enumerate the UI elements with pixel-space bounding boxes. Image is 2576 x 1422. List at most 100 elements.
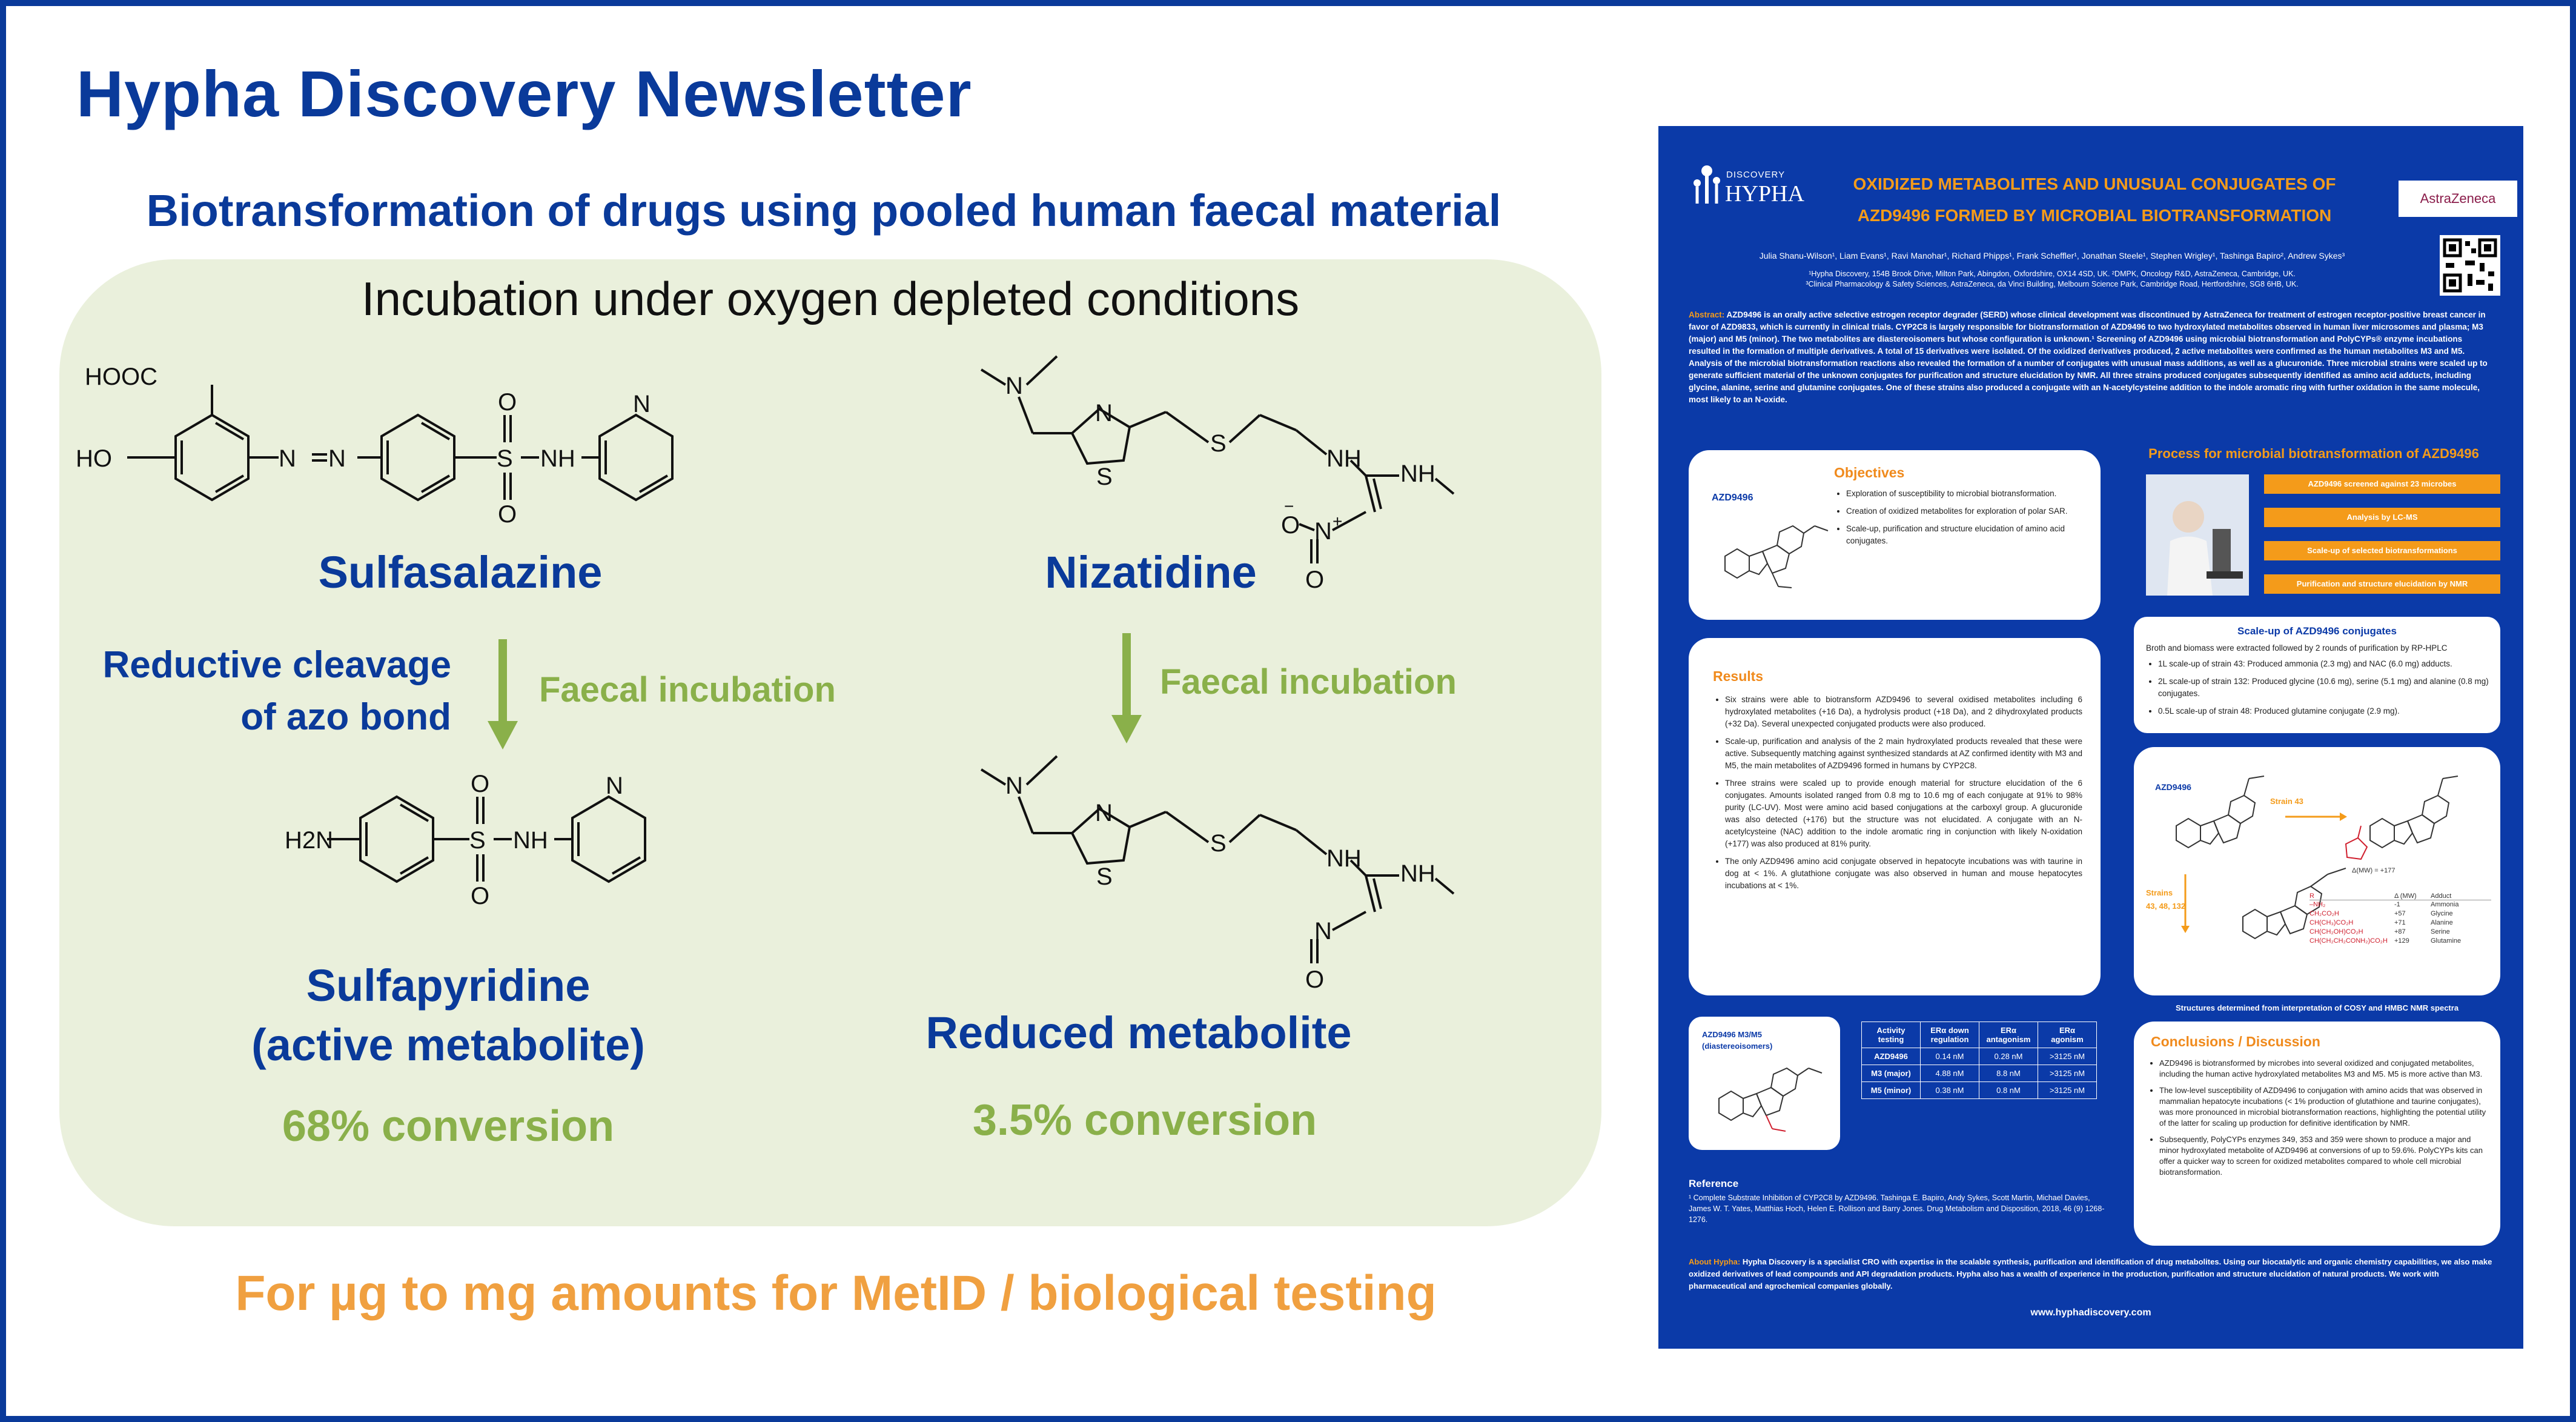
nmr-molecule-label: AZD9496	[2155, 782, 2191, 792]
reference-text: ¹ Complete Substrate Inhibition of CYP2C…	[1689, 1194, 2105, 1224]
adduct-cell: –NH₂	[2309, 901, 2326, 908]
adduct-cell: +129	[2394, 937, 2409, 945]
adduct-cell: Ammonia	[2431, 901, 2459, 908]
logo-tagline: DISCOVERY	[1726, 170, 1786, 180]
atom-label: S	[1096, 863, 1113, 890]
faecal-incubation-label-left: Faecal incubation	[539, 670, 836, 709]
lab-photo	[2146, 474, 2249, 596]
arrow-down-icon	[488, 639, 518, 749]
biotransformation-panel	[59, 259, 1601, 1226]
adduct-cell: +71	[2394, 919, 2406, 926]
activity-cell: >3125 nM	[2038, 1048, 2097, 1065]
poster-title-line: AZD9496 FORMED BY MICROBIAL BIOTRANSFORM…	[1857, 206, 2332, 225]
drug-name-nizatidine: Nizatidine	[1045, 547, 1257, 597]
atom-label: O	[1305, 566, 1324, 593]
atom-label: O	[498, 389, 517, 416]
m3-m5-label-line: AZD9496 M3/M5	[1702, 1030, 1762, 1039]
abstract-text: AZD9496 is an orally active selective es…	[1689, 310, 2488, 404]
objectives-molecule-label: AZD9496	[1712, 493, 1753, 503]
nmr-caption: Structures determined from interpretatio…	[2175, 1003, 2459, 1012]
qr-code[interactable]	[2440, 235, 2500, 296]
process-step: AZD9496 screened against 23 microbes	[2264, 474, 2500, 494]
poster: DISCOVERY HYPHA OXIDIZED METABOLITES AND…	[1658, 126, 2523, 1349]
conclusions-item: AZD9496 is biotransformed by microbes in…	[2159, 1058, 2489, 1080]
atom-label: O	[471, 771, 489, 797]
adduct-cell: Serine	[2431, 928, 2450, 935]
atom-label: HOOC	[85, 364, 157, 390]
drug-name-sulfasalazine: Sulfasalazine	[318, 547, 603, 597]
atom-label: +	[1333, 512, 1342, 531]
m3-m5-label-line: (diastereoisomers)	[1702, 1042, 1773, 1051]
conclusions-list: AZD9496 is biotransformed by microbes in…	[2147, 1058, 2489, 1183]
process-line: Reductive cleavage	[102, 644, 451, 686]
m3-m5-card: AZD9496 M3/M5 (diastereoisomers)	[1689, 1017, 1840, 1150]
reference-section: Reference ¹ Complete Substrate Inhibitio…	[1689, 1178, 2113, 1225]
activity-cell: >3125 nM	[2038, 1065, 2097, 1082]
activity-cell: ERα down regulation	[1920, 1022, 1979, 1048]
azd9496-structure	[1724, 525, 1829, 588]
atom-label: N	[1005, 373, 1023, 399]
conclusions-item: Subsequently, PolyCYPs enzymes 349, 353 …	[2159, 1134, 2489, 1178]
conclusions-item: The low-level susceptibility of AZD9496 …	[2159, 1085, 2489, 1129]
activity-cell: 8.8 nM	[1979, 1065, 2038, 1082]
adduct-cell: CH(CH₂OH)CO₂H	[2309, 928, 2363, 935]
atom-label: O	[1281, 512, 1300, 539]
atom-label: N	[1095, 400, 1113, 427]
atom-label: O	[1305, 966, 1324, 993]
incubation-condition: Incubation under oxygen depleted conditi…	[361, 272, 1300, 325]
scaleup-intro: Broth and biomass were extracted followe…	[2146, 643, 2448, 653]
adduct-cell: Glutamine	[2431, 937, 2462, 945]
atom-label: S	[1210, 830, 1227, 857]
atom-label: HO	[76, 445, 112, 472]
atom-label: H2N	[285, 827, 333, 854]
objectives-list: Exploration of susceptibility to microbi…	[1834, 488, 2088, 553]
adduct-table-header: Δ (MW)	[2394, 892, 2417, 900]
faecal-incubation-label-right: Faecal incubation	[1160, 662, 1457, 702]
arrow-down-icon	[1111, 633, 1142, 743]
sulfapyridine-label: Sulfapyridine (active metabolite)	[206, 956, 690, 1075]
tagline: For µg to mg amounts for MetID / biologi…	[235, 1266, 1437, 1321]
poster-authors: Julia Shanu-Wilson¹, Liam Evans¹, Ravi M…	[1759, 251, 2345, 261]
results-item: Six strains were able to biotransform AZ…	[1725, 694, 2082, 730]
reductive-cleavage-label: Reductive cleavage of azo bond	[73, 639, 451, 743]
adduct-cell: -1	[2394, 901, 2400, 908]
adduct-cell: Alanine	[2431, 919, 2453, 926]
atom-label: O	[471, 883, 489, 909]
conversion-left: 68% conversion	[282, 1102, 615, 1151]
atom-label: O	[498, 501, 517, 527]
scaleup-item: 0.5L scale-up of strain 48: Produced glu…	[2158, 705, 2491, 717]
adduct-cell: CH(CH₃)CO₂H	[2309, 919, 2354, 926]
atom-label: −	[1284, 497, 1294, 516]
scaleup-card: Scale-up of AZD9496 conjugates Broth and…	[2134, 617, 2500, 733]
adduct-row: –NH₂ -1 Ammonia	[2309, 900, 2491, 909]
activity-cell: ERα antagonism	[1979, 1022, 2038, 1048]
mass-shift-label: Δ(MW) = +177	[2352, 867, 2396, 874]
activity-cell: AZD9496	[1861, 1048, 1921, 1065]
sulfapyridine-structure: H2N S O O NH N	[285, 771, 646, 909]
adduct-row: CH(CH₃)CO₂H +71 Alanine	[2309, 919, 2491, 928]
process-step: Scale-up of selected biotransformations	[2264, 541, 2500, 560]
activity-cell: 4.88 nM	[1920, 1065, 1979, 1082]
qr-code-icon	[2443, 238, 2497, 293]
astrazeneca-logo: AstraZeneca	[2399, 181, 2517, 217]
strains-line: 43, 48, 132	[2146, 902, 2186, 911]
m3-m5-label: AZD9496 M3/M5 (diastereoisomers)	[1702, 1029, 1772, 1052]
nizatidine-structure: N N S S NH NH N + O − O	[980, 355, 1455, 593]
about-label: About Hypha:	[1689, 1257, 1741, 1266]
page-subtitle: Biotransformation of drugs using pooled …	[146, 185, 1502, 236]
objectives-title: Objectives	[1834, 465, 1905, 480]
conclusions-title: Conclusions / Discussion	[2151, 1034, 2320, 1049]
strains-label: Strains 43, 48, 132	[2146, 886, 2185, 913]
results-card: Results Six strains were able to biotran…	[1689, 638, 2101, 995]
website-link[interactable]: www.hyphadiscovery.com	[2030, 1307, 2151, 1318]
page-title: Hypha Discovery Newsletter	[76, 57, 972, 130]
objectives-item: Creation of oxidized metabolites for exp…	[1846, 505, 2088, 517]
atom-label: N	[633, 391, 651, 417]
atom-label: NH	[1326, 445, 1362, 472]
